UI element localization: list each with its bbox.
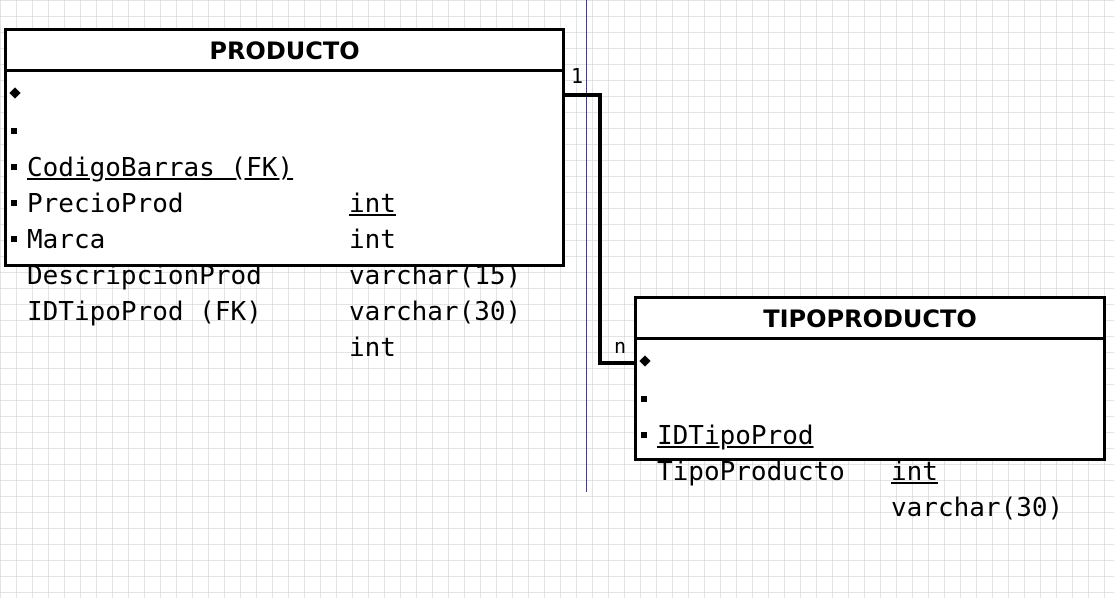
page-divider	[586, 0, 587, 492]
field-type: int	[349, 189, 396, 219]
cardinality-one-label: 1	[571, 64, 584, 88]
field-name: DescripcionProd	[27, 261, 262, 291]
attribute-bullet-icon	[11, 200, 17, 206]
field-row[interactable]: IDTipoProd (FK) int	[7, 222, 562, 363]
field-name: Marca	[27, 225, 106, 255]
entity-title: TIPOPRODUCTO	[637, 299, 1103, 340]
field-list: IDTipoProd int TipoProducto varchar(30)	[637, 340, 1103, 523]
field-name: IDTipoProd (FK)	[27, 297, 262, 327]
field-row[interactable]: DescripcionProd varchar(30)	[7, 186, 562, 327]
primary-key-icon	[639, 355, 651, 367]
field-name: PrecioProd	[27, 189, 184, 219]
field-name: TipoProducto	[657, 457, 845, 487]
field-type: varchar(30)	[891, 493, 1064, 523]
attribute-bullet-icon	[11, 164, 17, 170]
field-list: CodigoBarras (FK) int PrecioProd int Mar…	[7, 72, 562, 363]
field-type: int	[891, 457, 938, 487]
field-type: int	[349, 333, 396, 363]
relationship-line	[564, 93, 637, 365]
field-name: IDTipoProd	[657, 421, 814, 451]
field-name: CodigoBarras (FK)	[27, 153, 294, 183]
field-type: int	[349, 225, 396, 255]
field-row[interactable]: CodigoBarras (FK) int	[7, 78, 562, 219]
attribute-bullet-icon	[11, 236, 17, 242]
entity-producto[interactable]: PRODUCTO CodigoBarras (FK) int PrecioPro…	[4, 28, 565, 363]
field-row-empty[interactable]	[637, 418, 1103, 454]
attribute-bullet-icon	[641, 432, 647, 438]
field-row[interactable]: PrecioProd int	[7, 114, 562, 255]
field-type: varchar(15)	[349, 261, 522, 291]
field-row[interactable]: TipoProducto varchar(30)	[637, 382, 1103, 523]
cardinality-many-label: n	[614, 334, 627, 358]
attribute-bullet-icon	[11, 128, 17, 134]
field-row[interactable]: Marca varchar(15)	[7, 150, 562, 291]
entity-title: PRODUCTO	[7, 31, 562, 72]
entity-tipoproducto[interactable]: TIPOPRODUCTO IDTipoProd int TipoProducto…	[634, 296, 1106, 523]
field-row[interactable]: IDTipoProd int	[637, 346, 1103, 487]
attribute-bullet-icon	[641, 396, 647, 402]
primary-key-icon	[9, 87, 21, 99]
field-type: varchar(30)	[349, 297, 522, 327]
relationship-connector[interactable]	[0, 0, 1114, 492]
